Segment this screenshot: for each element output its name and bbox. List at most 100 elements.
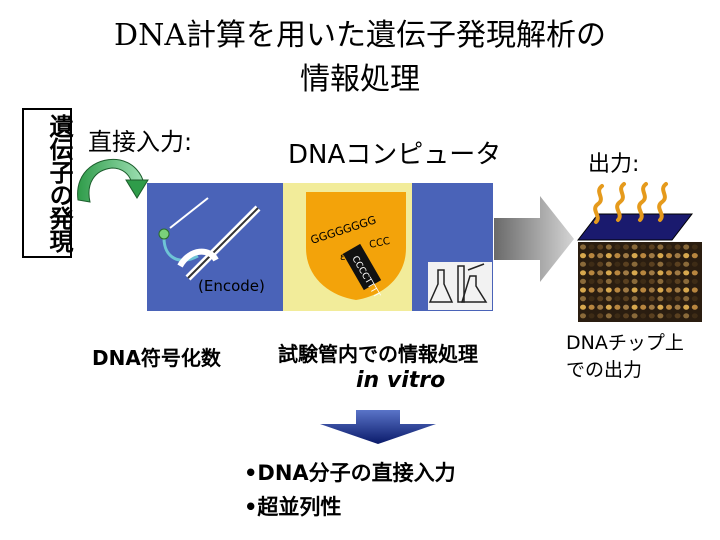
chip-spot [623,296,629,302]
chip-spot [674,313,681,319]
chip-spot [674,296,681,302]
chip-spot [683,313,690,319]
chip-spot [640,253,647,259]
page-title: DNA計算を用いた遺伝子発現解析の 情報処理 [114,18,606,97]
dna-chip-icon [578,242,702,322]
chip-spot [614,261,621,267]
chip-spot [588,304,595,310]
chip-spot [623,261,629,267]
chip-spot [683,244,690,250]
chip-spot [691,270,698,276]
chip-spot [623,313,629,319]
chip-spot [631,253,638,259]
chip-spot [580,287,586,293]
chip-spot [640,287,647,293]
chip-spot [605,244,612,250]
chip-spot [674,253,681,259]
chip-spot [580,270,586,276]
chip-spot [683,278,690,284]
feature-item: •超並列性 [244,495,342,519]
chip-spot [605,304,612,310]
chip-spot [683,261,690,267]
chip-spot [614,253,621,259]
chip-spot [597,287,604,293]
lab-glassware-icon [428,262,492,310]
chip-spot [648,261,655,267]
chip-spot [588,313,595,319]
chip-spot [657,313,664,319]
chip-spot [580,296,586,302]
chip-spot [640,296,647,302]
chip-spot [683,304,690,310]
chip-spot [597,244,604,250]
chip-spot [588,278,595,284]
chip-spot [605,296,612,302]
encode-arm-icon [158,197,261,281]
chip-spot [674,278,681,284]
chip-spot [648,287,655,293]
chip-spot [648,270,655,276]
chip-spot [623,278,629,284]
chip-spot [674,261,681,267]
chip-spot [640,270,647,276]
chip-spot [597,261,604,267]
chip-spot [674,287,681,293]
chip-spot [623,244,629,250]
shield-seq-mid: CCC [368,236,391,251]
chip-spot [631,287,638,293]
chip-spot [666,313,672,319]
curved-arrow-icon [77,158,149,203]
chip-spot [580,261,586,267]
dna-chip-output-label: DNAチップ上 での出力 [566,332,684,381]
chip-spot [631,304,638,310]
chip-spot [657,287,664,293]
chip-spot [588,253,595,259]
chip-spot [648,296,655,302]
output-label: 出力: [588,152,640,177]
direct-input-label: 直接入力: [88,128,193,156]
chip-spot [580,313,586,319]
chip-spot [614,278,621,284]
feature-item: •DNA分子の直接入力 [244,461,456,485]
chip-spot [588,270,595,276]
chip-spot [580,253,586,259]
chip-spot [640,244,647,250]
chip-spot [691,278,698,284]
feature-list: •DNA分子の直接入力 •超並列性 [244,456,456,524]
chip-spot [691,304,698,310]
chip-spot [666,278,672,284]
chip-spot [623,287,629,293]
processing-label: 試験管内での情報処理 [278,342,478,366]
chip-spot [648,244,655,250]
chip-spot [597,278,604,284]
chip-spot [580,304,586,310]
chip-spot [674,244,681,250]
chip-spot [666,253,672,259]
gene-expression-label: 遺伝子の発現 [22,108,73,258]
chip-spot [580,278,586,284]
chip-spot [683,253,690,259]
chip-spot [648,313,655,319]
chip-spot [640,278,647,284]
chip-spot [597,270,604,276]
chip-spot [588,261,595,267]
chip-spot [605,253,612,259]
chip-spot [588,296,595,302]
chip-spot [623,253,629,259]
chip-spot [666,270,672,276]
chip-spot [623,270,629,276]
chip-spot [631,244,638,250]
chip-spot [623,304,629,310]
chip-spot [666,296,672,302]
encoding-label: DNA符号化数 [92,346,221,370]
chip-spot [597,304,604,310]
chip-spot [683,296,690,302]
in-vitro-label: in vitro [356,368,446,393]
chip-spot [657,278,664,284]
chip-spot [683,287,690,293]
output-arrow-icon [494,196,574,282]
chip-spot [657,270,664,276]
encode-label: (Encode) [198,277,265,295]
chip-spot [666,244,672,250]
chip-spot [691,296,698,302]
